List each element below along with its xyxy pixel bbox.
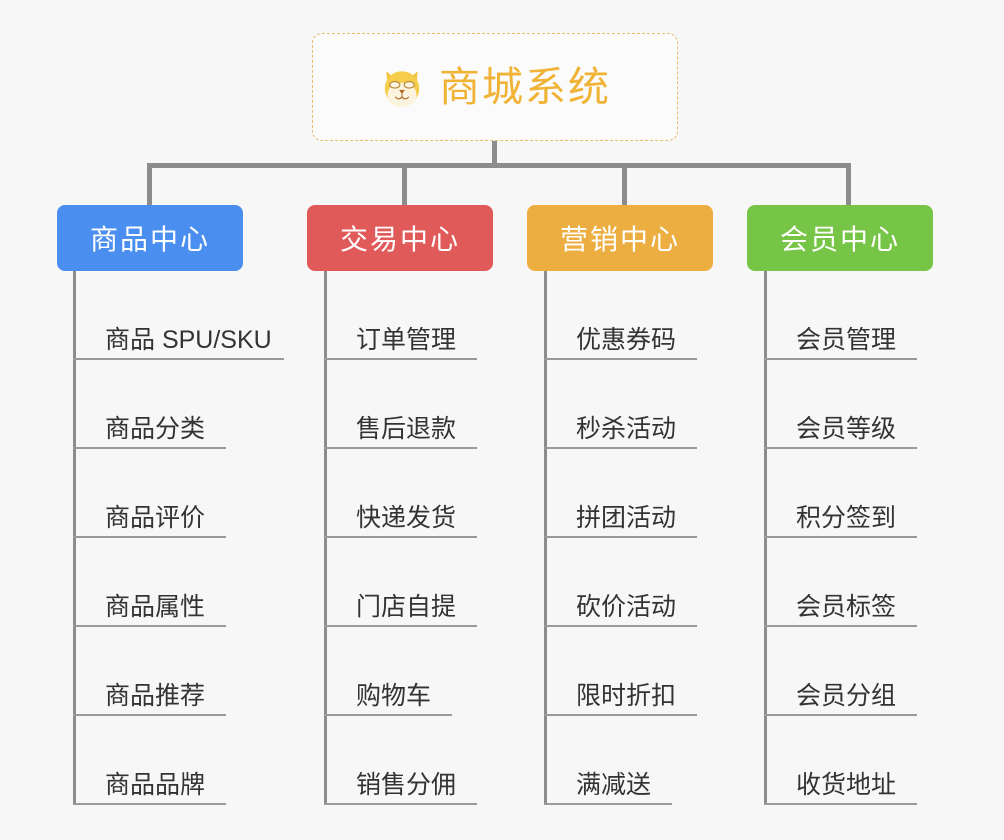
category-column-3: 会员管理会员等级积分签到会员标签会员分组收货地址 bbox=[764, 271, 917, 805]
leaf-item-label: 积分签到 bbox=[796, 503, 897, 532]
leaf-item-rule bbox=[73, 803, 226, 805]
column-trunk-connector-2 bbox=[544, 271, 547, 805]
leaf-item-rule bbox=[764, 358, 917, 360]
category-box-0[interactable]: 商品中心 bbox=[57, 205, 243, 271]
leaf-item[interactable]: 会员标签 bbox=[764, 538, 917, 627]
leaf-item-rule bbox=[73, 358, 284, 360]
column-trunk-connector-1 bbox=[324, 271, 327, 805]
category-label: 交易中心 bbox=[339, 224, 460, 255]
column-trunk-connector-0 bbox=[73, 271, 76, 805]
leaf-item[interactable]: 快递发货 bbox=[324, 449, 477, 538]
leaf-item[interactable]: 收货地址 bbox=[764, 716, 917, 805]
leaf-item-label: 限时折扣 bbox=[576, 681, 677, 710]
leaf-item-rule bbox=[544, 358, 697, 360]
leaf-item[interactable]: 会员管理 bbox=[764, 271, 917, 360]
leaf-item-rule bbox=[73, 714, 226, 716]
leaf-item-label: 拼团活动 bbox=[576, 503, 677, 532]
column-trunk-connector-3 bbox=[764, 271, 767, 805]
leaf-item[interactable]: 订单管理 bbox=[324, 271, 477, 360]
leaf-item-rule bbox=[764, 714, 917, 716]
leaf-item[interactable]: 会员分组 bbox=[764, 627, 917, 716]
category-label: 会员中心 bbox=[779, 224, 900, 255]
branch-drop-connector-1 bbox=[402, 163, 407, 205]
leaf-item[interactable]: 商品评价 bbox=[73, 449, 272, 538]
category-label: 营销中心 bbox=[559, 224, 680, 255]
leaf-item-label: 会员标签 bbox=[796, 592, 897, 621]
leaf-item-label: 砍价活动 bbox=[576, 592, 677, 621]
leaf-item-label: 优惠券码 bbox=[576, 325, 677, 354]
leaf-item-rule bbox=[324, 358, 477, 360]
horizontal-bus-connector bbox=[147, 163, 851, 168]
leaf-item-label: 售后退款 bbox=[356, 414, 457, 443]
leaf-item-label: 商品分类 bbox=[105, 414, 206, 443]
leaf-item-label: 销售分佣 bbox=[356, 770, 457, 799]
category-column-2: 优惠券码秒杀活动拼团活动砍价活动限时折扣满减送 bbox=[544, 271, 697, 805]
leaf-item[interactable]: 限时折扣 bbox=[544, 627, 697, 716]
leaf-item-label: 商品推荐 bbox=[105, 681, 206, 710]
leaf-item-label: 商品属性 bbox=[105, 592, 206, 621]
leaf-item[interactable]: 商品推荐 bbox=[73, 627, 272, 716]
leaf-item-label: 订单管理 bbox=[356, 325, 457, 354]
branch-drop-connector-2 bbox=[622, 163, 627, 205]
root-stem-connector bbox=[492, 141, 497, 165]
leaf-item-label: 收货地址 bbox=[796, 770, 897, 799]
category-box-2[interactable]: 营销中心 bbox=[527, 205, 713, 271]
leaf-item[interactable]: 门店自提 bbox=[324, 538, 477, 627]
leaf-item-label: 门店自提 bbox=[356, 592, 457, 621]
leaf-item-label: 商品评价 bbox=[105, 503, 206, 532]
leaf-item[interactable]: 购物车 bbox=[324, 627, 456, 716]
leaf-item-rule bbox=[764, 625, 917, 627]
leaf-item-label: 秒杀活动 bbox=[576, 414, 677, 443]
leaf-item-rule bbox=[544, 714, 697, 716]
leaf-item-rule bbox=[764, 803, 917, 805]
leaf-item[interactable]: 会员等级 bbox=[764, 360, 917, 449]
leaf-item-label: 快递发货 bbox=[356, 503, 457, 532]
root-node[interactable]: 商城系统 bbox=[312, 33, 678, 141]
leaf-item[interactable]: 售后退款 bbox=[324, 360, 477, 449]
leaf-item[interactable]: 商品品牌 bbox=[73, 716, 272, 805]
leaf-item-rule bbox=[764, 447, 917, 449]
leaf-item-rule bbox=[73, 625, 226, 627]
leaf-item-rule bbox=[324, 625, 477, 627]
leaf-item-label: 满减送 bbox=[576, 770, 652, 799]
category-column-0: 商品 SPU/SKU 商品分类商品评价商品属性商品推荐商品品牌 bbox=[73, 271, 284, 805]
leaf-item[interactable]: 秒杀活动 bbox=[544, 360, 697, 449]
leaf-item-label: 会员管理 bbox=[796, 325, 897, 354]
leaf-item-label: 商品品牌 bbox=[105, 770, 206, 799]
root-title: 商城系统 bbox=[439, 63, 611, 110]
leaf-item[interactable]: 商品 SPU/SKU bbox=[73, 271, 284, 360]
leaf-item-rule bbox=[73, 536, 226, 538]
leaf-item-rule bbox=[544, 536, 697, 538]
branch-drop-connector-3 bbox=[846, 163, 851, 205]
leaf-item[interactable]: 拼团活动 bbox=[544, 449, 697, 538]
leaf-item[interactable]: 商品属性 bbox=[73, 538, 272, 627]
leaf-item-rule bbox=[324, 447, 477, 449]
leaf-item[interactable]: 砍价活动 bbox=[544, 538, 697, 627]
leaf-item-rule bbox=[544, 625, 697, 627]
category-box-3[interactable]: 会员中心 bbox=[747, 205, 933, 271]
leaf-item-label: 商品 SPU/SKU bbox=[105, 325, 272, 354]
leaf-item-label: 会员等级 bbox=[796, 414, 897, 443]
shiba-dog-face-icon bbox=[384, 71, 420, 108]
leaf-item-label: 购物车 bbox=[356, 681, 432, 710]
leaf-item[interactable]: 满减送 bbox=[544, 716, 676, 805]
leaf-item[interactable]: 积分签到 bbox=[764, 449, 917, 538]
leaf-item-rule bbox=[764, 536, 917, 538]
category-column-1: 订单管理售后退款快递发货门店自提购物车销售分佣 bbox=[324, 271, 477, 805]
leaf-item-label: 会员分组 bbox=[796, 681, 897, 710]
leaf-item-rule bbox=[73, 447, 226, 449]
leaf-item-rule bbox=[544, 447, 697, 449]
leaf-item[interactable]: 销售分佣 bbox=[324, 716, 477, 805]
category-label: 商品中心 bbox=[89, 224, 210, 255]
category-box-1[interactable]: 交易中心 bbox=[307, 205, 493, 271]
leaf-item-rule bbox=[324, 803, 477, 805]
leaf-item-rule bbox=[544, 803, 672, 805]
leaf-item-rule bbox=[324, 536, 477, 538]
leaf-item-rule bbox=[324, 714, 452, 716]
leaf-item[interactable]: 优惠券码 bbox=[544, 271, 697, 360]
leaf-item[interactable]: 商品分类 bbox=[73, 360, 272, 449]
branch-drop-connector-0 bbox=[147, 163, 152, 205]
